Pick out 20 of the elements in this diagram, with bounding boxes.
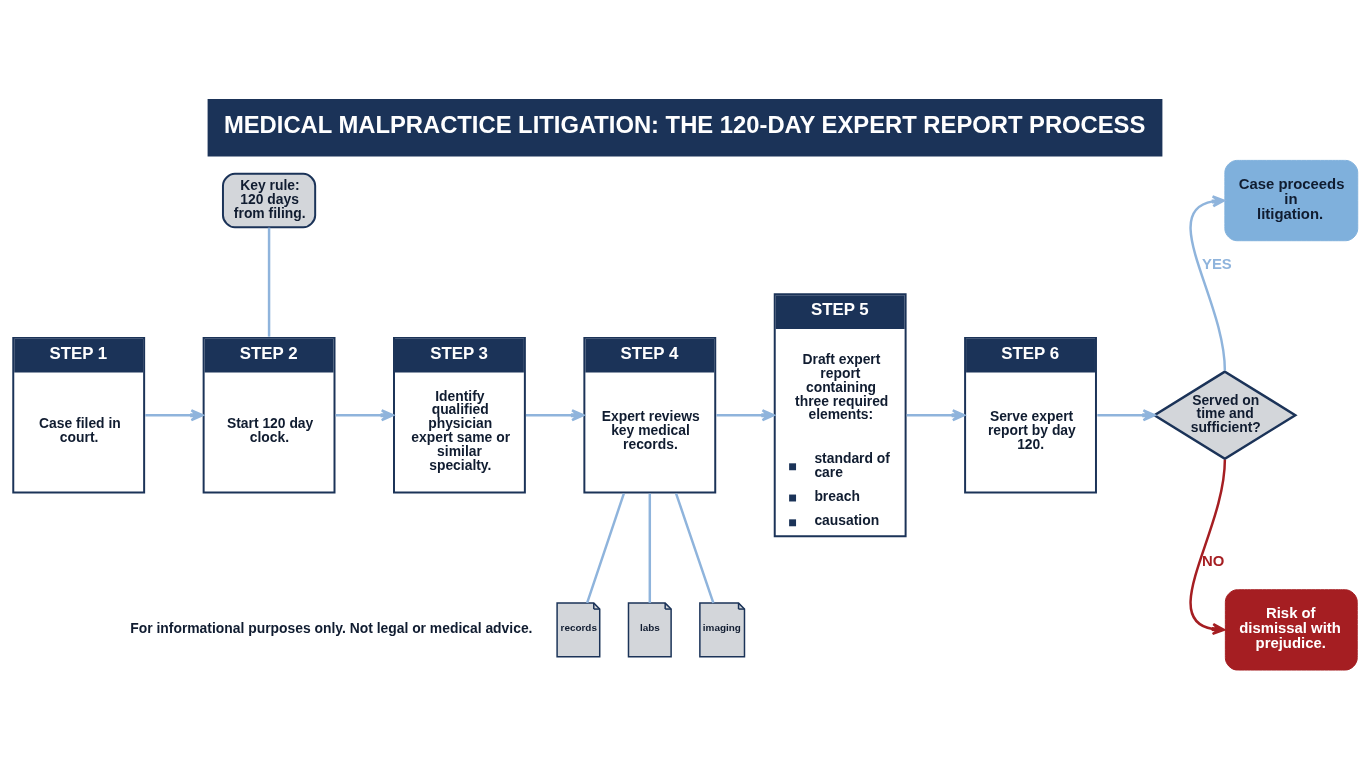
connector xyxy=(648,493,652,603)
arrow xyxy=(335,409,394,422)
edge-label: NO xyxy=(1202,552,1225,569)
diagram-title: MEDICAL MALPRACTICE LITIGATION: THE 120-DAY EXPERT REPORT PROCESS xyxy=(223,110,1146,138)
connector xyxy=(674,493,715,604)
node-box: Key rule: 120 days from filing. xyxy=(221,172,317,229)
edge-label: YES xyxy=(1202,256,1232,273)
arrow xyxy=(526,409,585,422)
arrow xyxy=(1097,409,1156,422)
arrow xyxy=(716,409,775,422)
node-diamond: Served on time and sufficient? xyxy=(1152,370,1298,461)
arrow xyxy=(906,409,966,422)
node-box: Case proceeds in litigation. xyxy=(1224,159,1359,242)
node-box: Risk of dismissal with prejudice. xyxy=(1224,589,1358,671)
arrow xyxy=(1189,195,1227,371)
arrow xyxy=(145,409,204,422)
caption: For informational purposes only. Not legal or medical advice. xyxy=(130,619,533,636)
arrow xyxy=(1189,459,1227,636)
connector xyxy=(585,493,625,604)
connector xyxy=(267,227,271,337)
